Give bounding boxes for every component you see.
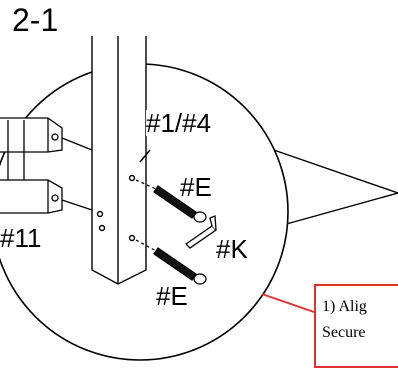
callout-wedge (267, 147, 398, 229)
label-bolt-bottom: #E (156, 281, 188, 311)
frame-part (0, 117, 93, 214)
label-post-part: #1/#4 (146, 108, 212, 138)
note-line-1: 1) Alig (322, 298, 367, 315)
instruction-note: 1) Alig Secure (314, 284, 398, 368)
label-hex-key: #K (216, 234, 248, 264)
note-leader (261, 293, 315, 313)
label-frame-part: #11 (0, 223, 42, 253)
post-part (91, 36, 151, 285)
hex-key (184, 215, 218, 249)
label-bolt-top: #E (180, 172, 212, 202)
step-number: 2-1 (12, 2, 59, 38)
bolt-top (135, 179, 207, 223)
note-line-2: Secure (322, 324, 366, 341)
bolt-bottom (135, 239, 207, 285)
